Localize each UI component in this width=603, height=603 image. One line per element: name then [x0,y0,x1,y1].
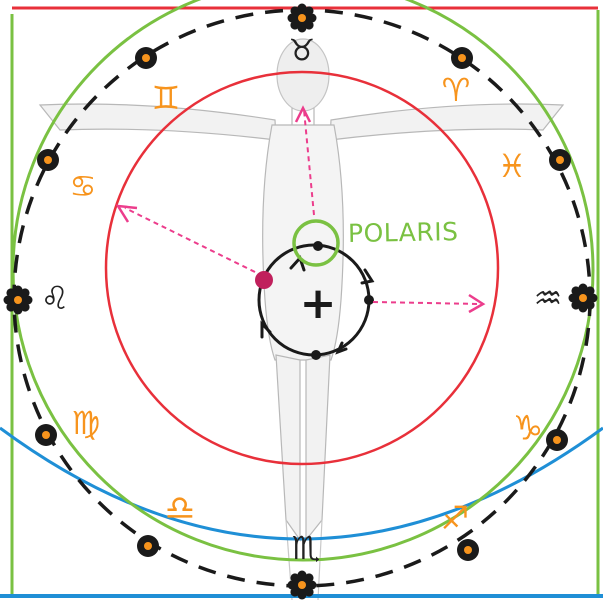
center-cross: + [300,278,337,329]
orbit-sun-dot [569,284,598,313]
orbit-dot [135,47,157,69]
orbit-sun-dot [288,4,317,33]
ring-dot-right [364,295,374,305]
orbit-sun-dot [288,571,317,600]
sign-aquarius-icon: ♒ [534,279,563,317]
sign-aries-icon: ♈ [442,71,471,109]
orbit-dot [457,539,479,561]
sign-scorpio-icon: ♏ [292,529,321,567]
sign-libra-icon: ♎ [165,489,195,529]
sign-capricorn-icon: ♑ [513,409,543,449]
orbit-sun-dot [4,286,33,315]
orbit-dot [137,535,159,557]
orbit-dot [35,424,57,446]
sign-taurus-icon: ♉ [289,34,316,69]
orbit-dot [549,149,571,171]
orbit-dot [451,47,473,69]
sign-gemini-icon: ♊ [152,79,181,117]
ring-dot-top [313,241,323,251]
orbit-dot [37,149,59,171]
sign-virgo-icon: ♍ [72,404,101,442]
orbit-dot [546,429,568,451]
sign-sagittarius-icon: ♐ [441,499,470,537]
ring-dot-bottom [311,350,321,360]
sign-cancer-icon: ♋ [70,170,97,205]
polaris-label: POLARIS [348,217,459,248]
pink-dot [255,271,273,289]
sign-leo-icon: ♌ [41,279,70,317]
sign-pisces-icon: ♓ [498,147,527,185]
